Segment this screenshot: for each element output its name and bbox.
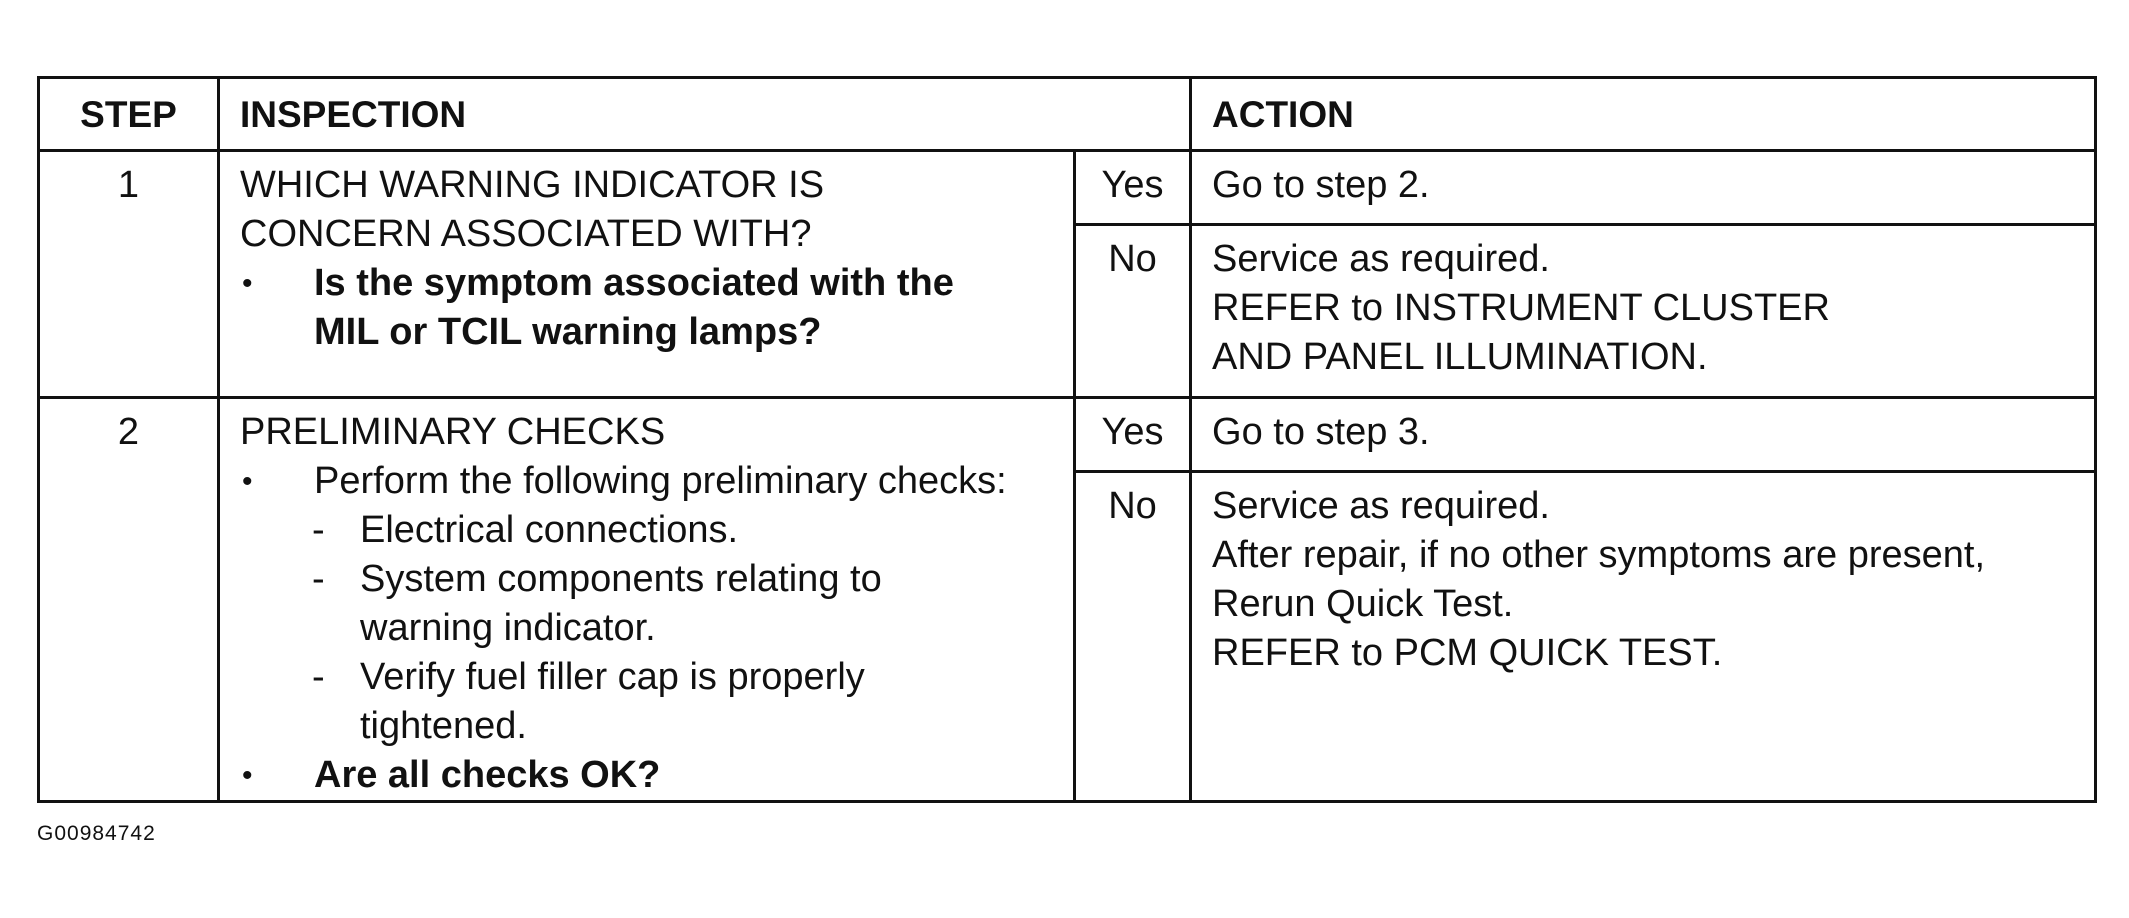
header-row: STEP INSPECTION ACTION — [37, 76, 2098, 152]
step-2-no-action-line: After repair, if no other symptoms are p… — [1212, 534, 1986, 577]
step-2-yes-action: Go to step 3. — [1189, 395, 2098, 474]
step-2-question: • Are all checks OK? — [240, 751, 1053, 800]
step-2-no-row: No Service as required. After repair, if… — [39, 470, 2098, 803]
step-2-no-action-line: Rerun Quick Test. — [1212, 583, 1514, 626]
step-1-inspection-line: WHICH WARNING INDICATOR IS — [240, 164, 825, 206]
dash-icon: - — [312, 509, 325, 551]
step-2-no-action-line: Service as required. — [1212, 485, 1550, 528]
step-2-no-action: Service as required. After repair, if no… — [1189, 470, 2098, 803]
step-1-inspection: WHICH WARNING INDICATOR IS CONCERN ASSOC… — [217, 149, 1076, 399]
step-1-yes-label: Yes — [1072, 149, 1193, 226]
step-2-number: 2 — [37, 396, 220, 803]
step-2-intro-text: Perform the following preliminary checks… — [314, 460, 1007, 502]
step-2-intro: • Perform the following preliminary chec… — [240, 457, 1053, 506]
step-1-no-label: No — [1072, 223, 1193, 399]
step-1-question: • Is the symptom associated with the MIL… — [240, 259, 1053, 357]
dash-icon: - — [312, 558, 325, 600]
step-1-no-action: Service as required. REFER to INSTRUMENT… — [1189, 223, 2098, 399]
inspection-header: INSPECTION — [216, 76, 1193, 152]
step-1-no-row: No Service as required. REFER to INSTRUM… — [39, 223, 2098, 399]
step-2-yes-row: 2 PRELIMINARY CHECKS • Perform the follo… — [37, 395, 2098, 803]
step-header: STEP — [37, 76, 220, 152]
step-2-no-action-line: REFER to PCM QUICK TEST. — [1212, 632, 1723, 675]
step-1-question-line: Is the symptom associated with the — [314, 262, 954, 304]
action-header: ACTION — [1189, 76, 2098, 152]
check-item-line: warning indicator. — [360, 607, 656, 649]
step-2-inspection: PRELIMINARY CHECKS • Perform the followi… — [217, 396, 1076, 803]
check-item-line: Verify fuel filler cap is properly — [360, 656, 865, 698]
step-1-number: 1 — [37, 149, 220, 399]
diagnostic-table: STEP INSPECTION ACTION 1 WHICH WARNING I… — [37, 76, 2098, 803]
step-1-no-action-line: Service as required. — [1212, 238, 1550, 280]
step-1-no-action-line: AND PANEL ILLUMINATION. — [1212, 336, 1708, 378]
step-2-no-label: No — [1072, 470, 1193, 803]
dash-icon: - — [312, 656, 325, 698]
check-item: - Electrical connections. — [240, 506, 1053, 555]
bullet-icon: • — [242, 759, 253, 792]
check-item-line: tightened. — [360, 705, 527, 747]
check-item: - System components relating to warning … — [240, 555, 1053, 653]
bullet-icon: • — [242, 267, 253, 300]
check-item: - Verify fuel filler cap is properly tig… — [240, 653, 1053, 751]
step-1-yes-action: Go to step 2. — [1189, 149, 2098, 226]
step-1-inspection-line: CONCERN ASSOCIATED WITH? — [240, 213, 812, 255]
step-2-inspection-title: PRELIMINARY CHECKS — [240, 411, 666, 453]
step-1-no-action-line: REFER to INSTRUMENT CLUSTER — [1212, 287, 1830, 329]
step-2-question-text: Are all checks OK? — [314, 754, 661, 796]
step-1-yes-row: 1 WHICH WARNING INDICATOR IS CONCERN ASS… — [37, 149, 2098, 399]
step-1-question-line: MIL or TCIL warning lamps? — [314, 311, 822, 353]
check-item-line: Electrical connections. — [360, 509, 739, 551]
check-item-line: System components relating to — [360, 558, 882, 600]
bullet-icon: • — [242, 465, 253, 498]
step-2-yes-label: Yes — [1072, 395, 1193, 474]
figure-id: G00984742 — [37, 822, 156, 845]
